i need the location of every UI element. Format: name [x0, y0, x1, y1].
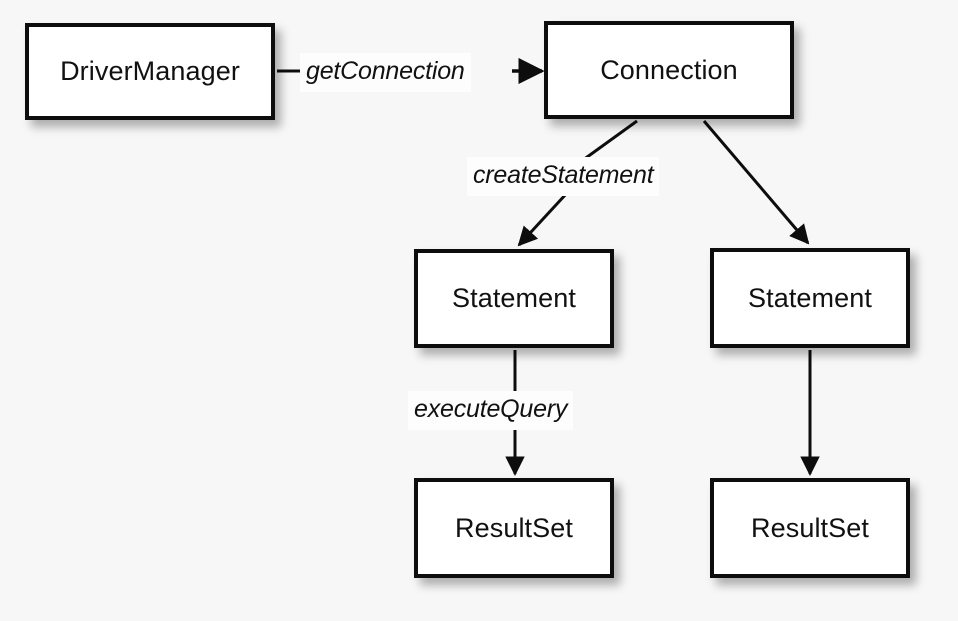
node-statement-left-label: Statement	[452, 283, 576, 313]
edge-createstatement-upper	[582, 119, 638, 162]
node-statement-left[interactable]: Statement	[414, 249, 614, 348]
node-drivermanager-label: DriverManager	[60, 56, 240, 86]
edge-label-getconnection: getConnection	[300, 53, 471, 92]
node-statement-right[interactable]: Statement	[710, 248, 910, 348]
node-resultset-left-label: ResultSet	[455, 512, 573, 543]
node-connection-label: Connection	[600, 54, 738, 85]
node-statement-right-label: Statement	[748, 282, 872, 313]
edge-connection-right-line	[702, 120, 810, 245]
node-resultset-right-label: ResultSet	[751, 512, 869, 543]
edge-createstatement-lower	[517, 191, 569, 247]
node-connection[interactable]: Connection	[544, 21, 794, 119]
node-drivermanager[interactable]: DriverManager	[25, 23, 275, 120]
node-resultset-right[interactable]: ResultSet	[710, 478, 910, 578]
node-resultset-left[interactable]: ResultSet	[414, 478, 614, 578]
edge-label-createstatement: createStatement	[467, 157, 660, 196]
edge-label-executequery: executeQuery	[408, 391, 574, 430]
